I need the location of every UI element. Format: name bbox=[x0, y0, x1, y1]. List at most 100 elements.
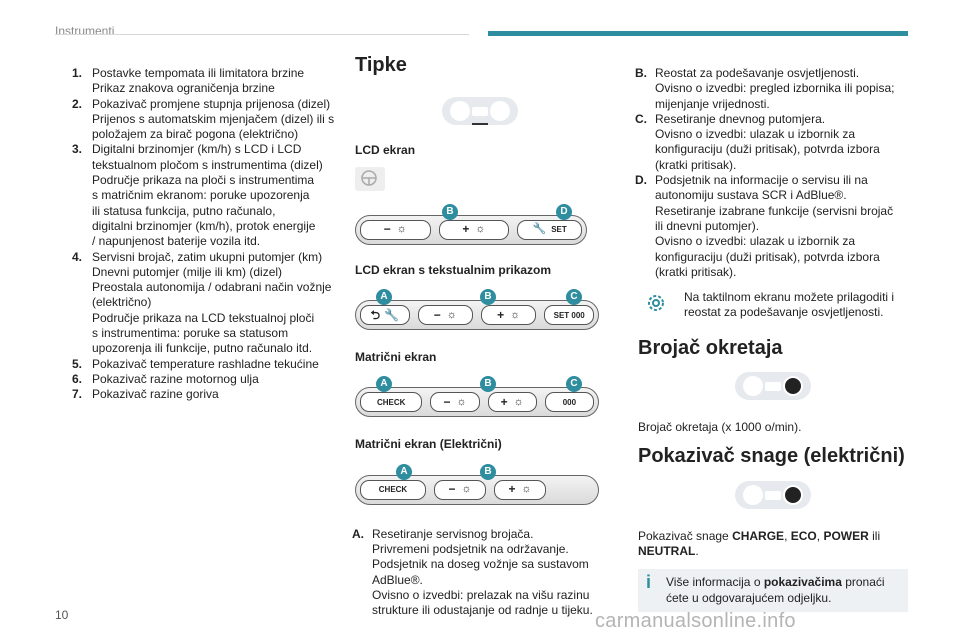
list-item-line: Privremeni podsjetnik na održavanje. bbox=[372, 542, 569, 557]
list-item-line: Resetiranje servisnog brojača. bbox=[372, 526, 534, 541]
badge-a: A bbox=[376, 289, 392, 306]
list-item: 2. Pokazivač promjene stupnja prijenosa (… bbox=[72, 96, 343, 143]
list-item-line: Ovisno o izvedbi: prelazak na višu razin… bbox=[372, 587, 590, 602]
list-item-number: 6. bbox=[72, 371, 83, 386]
badge-c: C bbox=[566, 289, 582, 306]
list-item-line: Pokazivač temperature rashladne tekućine bbox=[92, 356, 319, 371]
brightness-minus-button[interactable]: −☼ bbox=[417, 305, 473, 326]
list-item-number: 1. bbox=[72, 66, 83, 80]
sun-icon: ☼ bbox=[475, 223, 486, 236]
steering-wheel-icon bbox=[355, 166, 385, 191]
page-number: 10 bbox=[55, 608, 69, 622]
list-item-line: Prijenos s automatskim mjenjačem (dizel)… bbox=[92, 111, 335, 126]
lcd-button-panel: B D −☼ +☼ 🔧SET bbox=[355, 203, 587, 245]
header-rule bbox=[55, 34, 469, 35]
cluster-icon bbox=[442, 97, 518, 126]
list-item-number: 5. bbox=[72, 356, 83, 371]
return-arrow-icon: ⮌ bbox=[370, 307, 381, 322]
list-item-line: strukture ili odustajanje od radnje u ti… bbox=[372, 603, 593, 618]
list-item: B. Reostat za podešavanje osvjetljenosti.… bbox=[635, 66, 908, 112]
list-item-number: C. bbox=[635, 111, 647, 126]
list-item-number: 2. bbox=[72, 96, 83, 111]
touchscreen-note: Na taktilnom ekranu možete prilagoditi i… bbox=[642, 290, 908, 321]
matrix-electric-button-panel: A B CHECK −☼ +☼ bbox=[355, 463, 599, 505]
list-item-line: (kratki pritisak). bbox=[655, 157, 737, 172]
badge-b: B bbox=[442, 203, 458, 220]
sun-icon: ☼ bbox=[396, 223, 407, 236]
gear-icon bbox=[648, 295, 664, 312]
list-item-line: Preostala autonomija / odabrani način vo… bbox=[92, 280, 332, 295]
list-item-line: ili statusa funkcija, putno računalo, bbox=[92, 203, 276, 218]
list-item-line: Prikaz znakova ograničenja brzine bbox=[92, 81, 275, 96]
list-item-line: Resetiranje izabrane funkcije (servisni … bbox=[655, 203, 894, 218]
list-item-line: ili dnevni putomjer). bbox=[655, 218, 760, 233]
brightness-plus-button[interactable]: +☼ bbox=[487, 392, 537, 413]
list-item-number: A. bbox=[352, 526, 364, 541]
brightness-minus-button[interactable]: −☼ bbox=[360, 219, 431, 240]
label-matrix: Matrični ekran bbox=[355, 350, 437, 365]
list-item-number: 4. bbox=[72, 249, 83, 264]
set-button[interactable]: 🔧SET bbox=[517, 219, 582, 240]
sun-icon: ☼ bbox=[510, 308, 521, 321]
badge-a: A bbox=[376, 376, 392, 393]
list-item-line: s instrumentima: poruke sa statusom bbox=[92, 326, 289, 341]
header-section-title: Instrumenti bbox=[55, 24, 115, 38]
sun-icon: ☼ bbox=[513, 395, 524, 408]
brightness-plus-button[interactable]: +☼ bbox=[481, 305, 537, 326]
list-item-line: Pokazivač razine goriva bbox=[92, 387, 219, 402]
list-item: D. Podsjetnik na informacije o servisu il… bbox=[635, 173, 908, 280]
brightness-plus-button[interactable]: +☼ bbox=[438, 219, 510, 240]
check-button[interactable]: CHECK bbox=[360, 479, 426, 500]
list-item-line: Digitalni brzinomjer (km/h) s LCD i LCD bbox=[92, 142, 302, 157]
list-item-line: Servisni brojač, zatim ukupni putomjer (… bbox=[92, 249, 323, 264]
buttons-section: Tipke LCD ekran B D −☼ +☼ 🔧SET LCD ekran… bbox=[352, 55, 605, 619]
sun-icon: ☼ bbox=[456, 395, 467, 408]
list-item-line: Podsjetnik na informacije o servisu ili … bbox=[655, 173, 868, 188]
label-lcd: LCD ekran bbox=[355, 143, 416, 158]
badge-b: B bbox=[480, 289, 496, 306]
lcd-text-button-panel: A B C ⮌🔧 −☼ +☼ SET 000 bbox=[355, 289, 599, 331]
list-item: C.Resetiranje dnevnog putomjera.Ovisno o… bbox=[635, 111, 908, 173]
list-item-line: Pokazivač razine motornog ulja bbox=[92, 371, 259, 386]
badge-b: B bbox=[480, 463, 496, 480]
sun-icon: ☼ bbox=[446, 308, 457, 321]
brightness-minus-button[interactable]: −☼ bbox=[434, 479, 486, 500]
list-item-line: Pokazivač promjene stupnja prijenosa (di… bbox=[92, 96, 331, 111]
watermark: carmanualsonline.info bbox=[595, 610, 796, 632]
brightness-minus-button[interactable]: −☼ bbox=[430, 392, 480, 413]
list-item: 5. Pokazivač temperature rashladne tekući… bbox=[72, 356, 343, 372]
wrench-icon: 🔧 bbox=[532, 223, 547, 236]
brightness-plus-button[interactable]: +☼ bbox=[494, 479, 546, 500]
sun-icon: ☼ bbox=[461, 483, 472, 496]
list-item-line: digitalni brzinomjer (km/h), protok ener… bbox=[92, 218, 316, 233]
list-item: 4. Servisni brojač, zatim ukupni putomjer… bbox=[72, 249, 343, 357]
list-item-line: Postavke tempomata ili limitatora brzine bbox=[92, 66, 305, 80]
header-accent-bar bbox=[488, 31, 908, 36]
check-button[interactable]: CHECK bbox=[360, 392, 423, 413]
list-item-line: Ovisno o izvedbi: ulazak u izbornik za bbox=[655, 127, 856, 142]
list-item: 1. Postavke tempomata ili limitatora brzi… bbox=[72, 66, 343, 97]
list-item-number: 7. bbox=[72, 387, 83, 402]
rev-counter-text: Brojač okretaja (x 1000 o/min). bbox=[638, 420, 802, 435]
list-item-line: autonomiju sustava SCR i AdBlue®. bbox=[655, 188, 847, 203]
instrument-list: 1. Postavke tempomata ili limitatora brzi… bbox=[72, 66, 343, 403]
set-reset-button[interactable]: SET 000 bbox=[544, 305, 594, 326]
list-item-line: Reostat za podešavanje osvjetljenosti. bbox=[655, 66, 860, 80]
list-item: 3.Digitalni brzinomjer (km/h) s LCD i LC… bbox=[72, 142, 343, 249]
matrix-button-panel: A B C CHECK −☼ +☼ 000 bbox=[355, 376, 599, 418]
badge-d: D bbox=[556, 203, 572, 220]
list-item-line: s matričnim ekranom: poruke upozorenja bbox=[92, 188, 310, 203]
list-item-number: B. bbox=[635, 66, 647, 80]
info-box: i Više informacija o pokazivačima pronać… bbox=[638, 569, 908, 612]
reset-trip-button[interactable]: 000 bbox=[544, 392, 595, 413]
list-item-line: Ovisno o izvedbi: ulazak u izbornik za bbox=[655, 234, 856, 249]
list-item-line: Područje prikaza na LCD tekstualnoj ploč… bbox=[92, 310, 315, 325]
list-item-line: mijenjanje vrijednosti. bbox=[655, 96, 770, 111]
list-item: 6. Pokazivač razine motornog ulja bbox=[72, 371, 343, 387]
list-item-line: Ovisno o izvedbi: pregled izbornika ili … bbox=[655, 81, 895, 96]
back-wrench-button[interactable]: ⮌🔧 bbox=[360, 305, 410, 326]
list-item: 7. Pokazivač razine goriva bbox=[72, 387, 343, 402]
list-item-number: D. bbox=[635, 173, 647, 188]
list-item: A. Resetiranje servisnog brojača.Privreme… bbox=[352, 526, 605, 619]
list-item-line: Podsjetnik na doseg vožnje sa sustavom bbox=[372, 557, 589, 572]
